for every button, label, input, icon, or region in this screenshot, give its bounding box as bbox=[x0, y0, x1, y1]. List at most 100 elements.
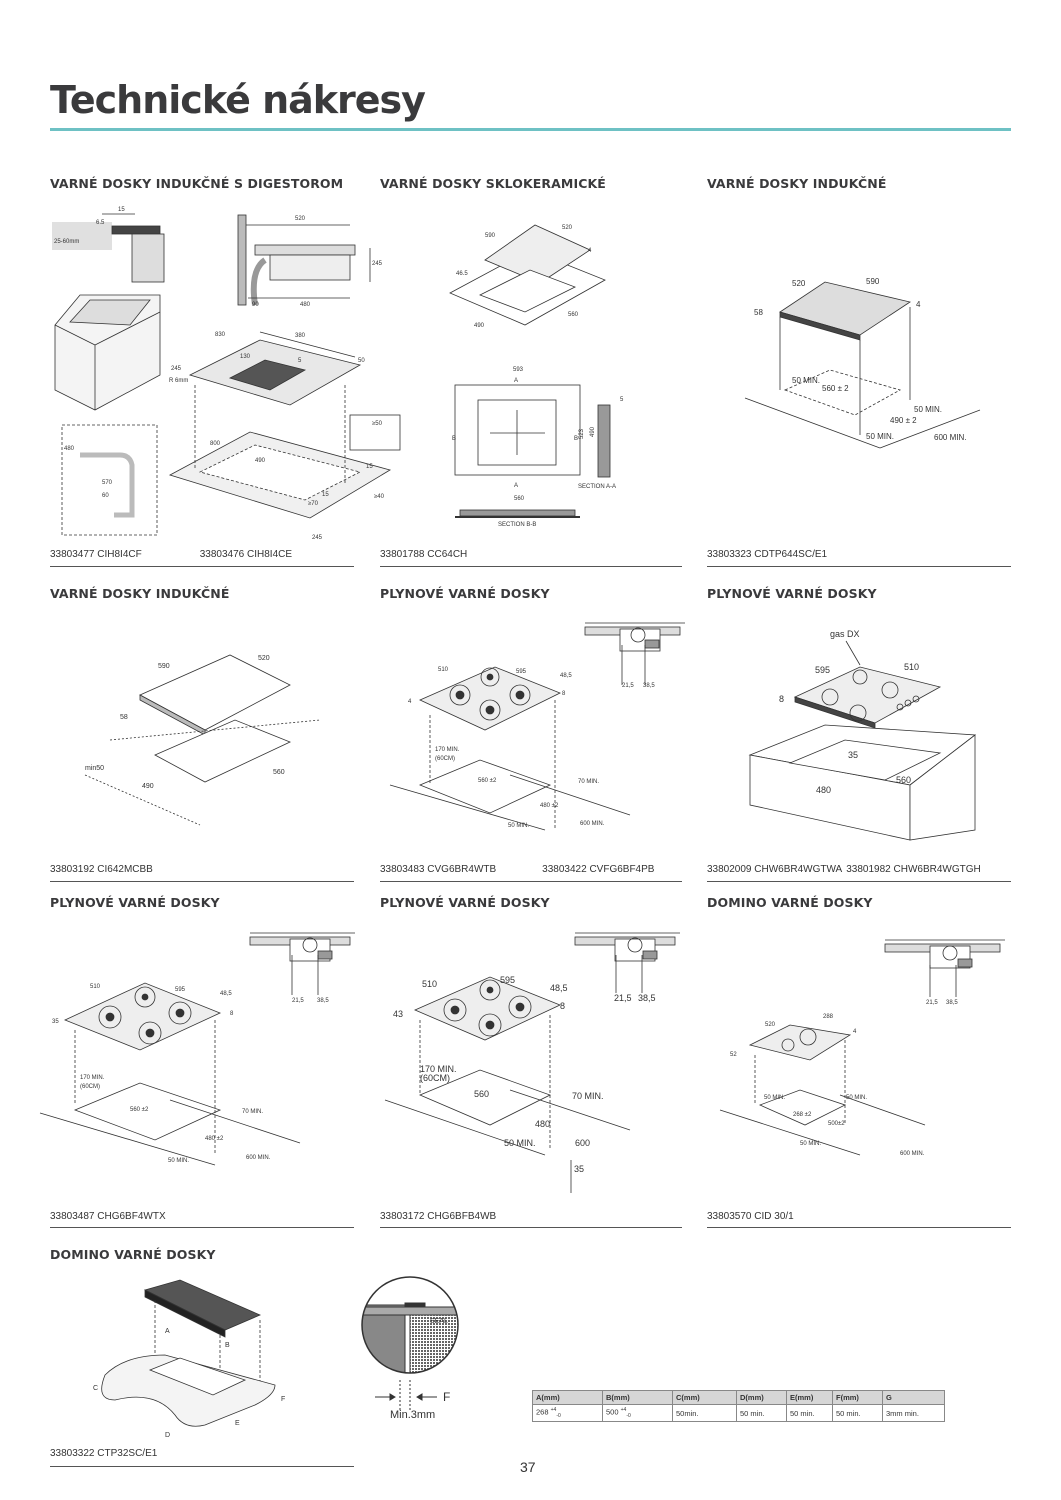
drawing-gas-chg6bf4wtx: 21,5 38,5 510 595 48,5 8 35 170 MIN. (60… bbox=[39, 932, 355, 1166]
table-row: 268 +4-0 500 +4-0 50min. 50 min. 50 min.… bbox=[532, 1404, 945, 1422]
model-caption: 33803487 CHG6BF4WTX bbox=[50, 1211, 182, 1222]
dim-label: 590 bbox=[485, 233, 496, 239]
dim-label: 38,5 bbox=[317, 998, 329, 1004]
dim-label: 8 bbox=[562, 691, 566, 697]
table-cell: 50 min. bbox=[736, 1404, 787, 1422]
dim-label: 70 MIN. bbox=[578, 779, 599, 785]
drawing-seal-detail: SEAL F Min.3mm bbox=[361, 1276, 459, 1421]
dim-label: 380 bbox=[295, 333, 306, 339]
dim-label: 510 bbox=[90, 984, 101, 990]
section-heading-domino: DOMINO VARNÉ DOSKY bbox=[707, 895, 873, 910]
dim-label: SECTION B-B bbox=[498, 522, 536, 528]
dim-label: min50 bbox=[85, 765, 104, 772]
dim-label: 58 bbox=[754, 308, 763, 317]
model-number: 33803570 CID 30/1 bbox=[707, 1211, 794, 1222]
dim-label: 50 MIN. bbox=[168, 1158, 189, 1164]
section-heading-domino: DOMINO VARNÉ DOSKY bbox=[50, 1247, 216, 1262]
dim-label: 520 bbox=[295, 216, 306, 222]
model-caption: 33803323 CDTP644SC/E1 bbox=[707, 549, 843, 560]
model-number: 33803477 CIH8I4CF bbox=[50, 549, 142, 560]
dim-label: 50 MIN. bbox=[866, 432, 894, 441]
dim-label: 480 bbox=[300, 302, 311, 308]
dim-label: 560 ± 2 bbox=[822, 384, 849, 393]
dim-label: 48,5 bbox=[550, 983, 568, 993]
dim-label: 560 bbox=[568, 312, 579, 318]
dim-label: 170 MIN. bbox=[420, 1064, 457, 1074]
drawing-induction-extractor: 15 6.5 25-60mm 520 245 90 480 830 380 13… bbox=[52, 207, 401, 541]
dim-label: Min.3mm bbox=[390, 1409, 435, 1421]
table-cell: 50 min. bbox=[786, 1404, 833, 1422]
cell-rule bbox=[707, 1227, 1011, 1228]
section-heading-gas: PLYNOVÉ VARNÉ DOSKY bbox=[380, 895, 550, 910]
section-heading-induction: VARNÉ DOSKY INDUKČNÉ bbox=[707, 176, 887, 191]
dim-label: 35 bbox=[52, 1019, 59, 1025]
dim-label: 830 bbox=[215, 332, 226, 338]
dim-label: 170 MIN. bbox=[435, 747, 460, 753]
cell-value: 500 bbox=[606, 1407, 621, 1417]
dim-label: 490 ± 2 bbox=[890, 416, 917, 425]
dim-label: 15 bbox=[366, 464, 373, 470]
dim-label: 268 ±2 bbox=[793, 1112, 812, 1118]
dim-label: 50 MIN. bbox=[846, 1095, 867, 1101]
dim-label: 595 bbox=[516, 669, 527, 675]
dim-label: 593 bbox=[513, 367, 524, 373]
dim-label: 510 bbox=[904, 662, 919, 672]
dim-label: 5 bbox=[620, 397, 624, 403]
section-heading-gas: PLYNOVÉ VARNÉ DOSKY bbox=[50, 895, 220, 910]
drawing-induction-cdtp: 520 590 4 58 50 MIN. 560 ± 2 50 MIN. 490… bbox=[744, 277, 981, 449]
dim-label: 500±2 bbox=[828, 1121, 845, 1127]
dim-label: A bbox=[165, 1328, 170, 1335]
model-number: 33803487 CHG6BF4WTX bbox=[50, 1211, 166, 1222]
dim-label: (60CM) bbox=[435, 756, 455, 762]
dim-label: 50 MIN. bbox=[764, 1095, 785, 1101]
dim-label: 52 bbox=[730, 1052, 737, 1058]
dim-label: 21,5 bbox=[292, 998, 304, 1004]
dim-label: 490 bbox=[142, 783, 154, 790]
dim-label: 245 bbox=[312, 535, 323, 541]
dim-label: 560 bbox=[896, 775, 911, 785]
dim-label: E bbox=[235, 1420, 240, 1427]
dim-label: 50 MIN. bbox=[792, 376, 820, 385]
drawing-domino-ctp: A B C D E F bbox=[93, 1279, 285, 1439]
dim-label: (60CM) bbox=[80, 1084, 100, 1090]
cell-rule bbox=[707, 881, 1011, 882]
cell-rule bbox=[50, 881, 354, 882]
dim-label: 4 bbox=[408, 699, 412, 705]
dim-label: 490 bbox=[590, 426, 596, 437]
dim-label: 490 bbox=[255, 458, 266, 464]
model-number: 33801982 CHW6BR4WGTGH bbox=[846, 864, 981, 875]
dim-label: F bbox=[443, 1390, 450, 1404]
dim-label: 4 bbox=[916, 300, 921, 309]
dim-label: ≥50 bbox=[372, 421, 383, 427]
dim-label: 35 bbox=[574, 1164, 584, 1174]
model-number: 33803422 CVFG6BF4PB bbox=[542, 864, 655, 875]
dim-label: 480 bbox=[64, 446, 75, 452]
table-header: E(mm) bbox=[786, 1390, 833, 1405]
dim-label: 560 ±2 bbox=[478, 778, 497, 784]
drawing-gas-cvg: 21,5 38,5 510 595 48,5 8 4 170 MIN. (60C… bbox=[389, 622, 685, 831]
dim-label: 480 bbox=[816, 785, 831, 795]
dim-label: ≥70 bbox=[308, 501, 319, 507]
table-header: D(mm) bbox=[736, 1390, 787, 1405]
page-number: 37 bbox=[520, 1459, 536, 1475]
dim-label: 595 bbox=[175, 987, 186, 993]
dim-label: 50 MIN. bbox=[508, 823, 529, 829]
dim-label: B bbox=[452, 436, 456, 442]
dim-label: 600 MIN. bbox=[246, 1155, 271, 1161]
dim-label: 4 bbox=[853, 1029, 857, 1035]
section-heading-induction: VARNÉ DOSKY INDUKČNÉ bbox=[50, 586, 230, 601]
dim-label: F bbox=[281, 1396, 285, 1403]
dim-label: 21,5 bbox=[926, 1000, 938, 1006]
dim-label: 600 bbox=[575, 1138, 590, 1148]
dim-label: 490 bbox=[474, 323, 485, 329]
dim-label: 38,5 bbox=[643, 683, 655, 689]
tolerance-plus: +4 bbox=[620, 1407, 627, 1413]
section-heading-gas: PLYNOVÉ VARNÉ DOSKY bbox=[380, 586, 550, 601]
model-number: 33803172 CHG6BFB4WB bbox=[380, 1211, 497, 1222]
dim-label: 130 bbox=[240, 354, 251, 360]
dim-label: 595 bbox=[500, 975, 515, 985]
table-header: F(mm) bbox=[832, 1390, 883, 1405]
drawing-gas-chg6bfb4wb: 21,5 38,5 510 595 48,5 8 43 170 MIN. (60… bbox=[384, 932, 680, 1193]
